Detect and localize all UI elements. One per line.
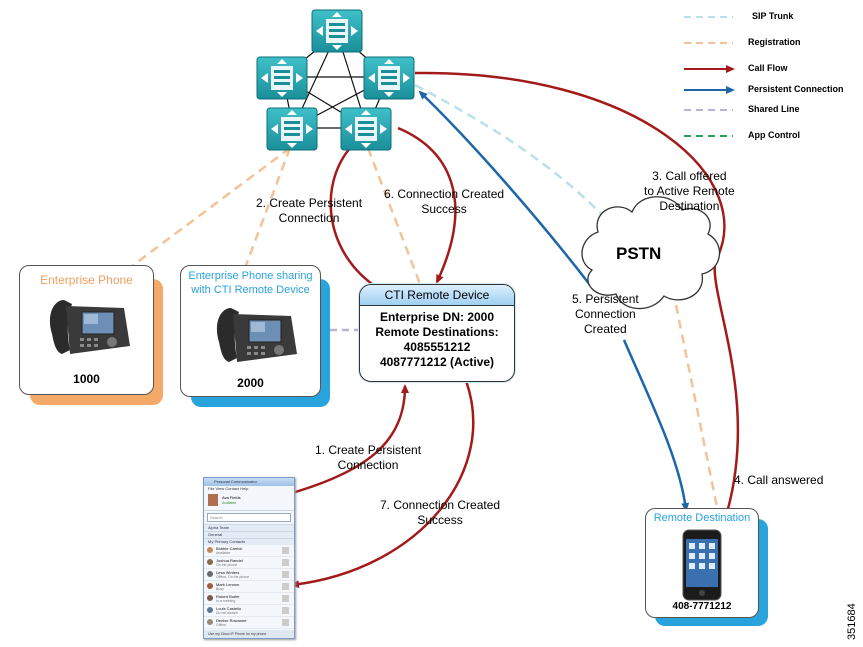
- app-user-status: Available: [222, 501, 237, 505]
- app-footer: Use my Cisco IP Phone for my phone: [204, 630, 294, 638]
- registration-lines: [119, 146, 720, 513]
- enterprise-phone-card: Enterprise Phone 1000: [19, 265, 154, 395]
- call-flow-arrows: [290, 71, 740, 589]
- cti-line-enterprise-dn: Enterprise DN: 2000: [379, 310, 495, 324]
- legend-label-shared-line: Shared Line: [748, 104, 800, 114]
- remote-destination-card: Remote Destination 408-7771212: [645, 508, 759, 618]
- app-group: Alpha Team: [204, 524, 294, 531]
- shared-phone-card: Enterprise Phone sharing with CTI Remote…: [180, 265, 321, 397]
- step-4-label: 4. Call answered: [734, 473, 824, 487]
- app-menu-bar: File View Contact Help: [208, 486, 249, 491]
- legend-label-sip-trunk: SIP Trunk: [752, 11, 794, 21]
- enterprise-phone-title: Enterprise Phone: [40, 273, 133, 287]
- pstn-label: PSTN: [616, 244, 662, 263]
- legend: [684, 16, 735, 137]
- arrow-step-5-down: [622, 339, 690, 512]
- arrow-step-5-up: [418, 90, 591, 286]
- arrow-step-6: [397, 126, 457, 284]
- smartphone-icon: [682, 529, 722, 601]
- cti-remote-device-box: CTI Remote Device Enterprise DN: 2000 Re…: [359, 284, 515, 382]
- call-manager-cluster: [256, 9, 415, 151]
- legend-label-registration: Registration: [748, 37, 801, 47]
- shared-phone-title-line1: Enterprise Phone sharing: [188, 270, 313, 282]
- remote-destination-number: 408-7771212: [672, 601, 732, 612]
- arrow-step-1: [291, 384, 409, 495]
- arrow-step-2: [329, 140, 373, 285]
- sip-trunk-line: [414, 83, 613, 226]
- personal-communicator-window: Personal Communicator File View Contact …: [203, 477, 295, 639]
- legend-label-call-flow: Call Flow: [748, 63, 788, 73]
- call-manager-icon: [266, 107, 318, 151]
- legend-label-persistent-connection: Persistent Connection: [748, 84, 844, 94]
- shared-phone-title-line2: with CTI Remote Device: [191, 284, 310, 296]
- pstn-cloud: [581, 196, 721, 310]
- app-group: General: [204, 531, 294, 538]
- desk-phone-icon: [216, 308, 297, 362]
- persistent-connection-arrows: [418, 90, 690, 512]
- app-user-panel: Ava Fields Available: [204, 492, 294, 511]
- call-manager-icon: [340, 107, 392, 151]
- remote-destination-title: Remote Destination: [653, 512, 751, 524]
- enterprise-phone-number: 1000: [73, 372, 100, 386]
- desk-phone-icon: [49, 300, 130, 354]
- app-group: My Primary Contacts: [204, 538, 294, 545]
- arrow-step-3: [414, 71, 726, 263]
- cti-remote-device-details: Enterprise DN: 2000 Remote Destinations:…: [360, 306, 514, 370]
- call-manager-icon: [311, 9, 363, 53]
- call-manager-icon: [363, 56, 415, 100]
- avatar: [208, 494, 218, 506]
- app-title-bar: Personal Communicator: [204, 478, 294, 486]
- cti-line-destination-2: 4087771212 (Active): [379, 355, 495, 369]
- cti-remote-device-title: CTI Remote Device: [360, 285, 514, 306]
- app-search-input: Search: [207, 513, 291, 522]
- arrow-step-7: [290, 377, 475, 589]
- cti-line-remote-destinations: Remote Destinations:: [375, 325, 499, 339]
- app-user-name: Ava Fields: [222, 495, 241, 500]
- legend-label-app-control: App Control: [748, 130, 800, 140]
- arrow-step-4: [713, 261, 740, 518]
- shared-phone-number: 2000: [237, 376, 264, 390]
- call-manager-icon: [256, 56, 308, 100]
- cti-line-destination-1: 4085551212: [403, 340, 471, 354]
- figure-id: 351684: [846, 603, 858, 640]
